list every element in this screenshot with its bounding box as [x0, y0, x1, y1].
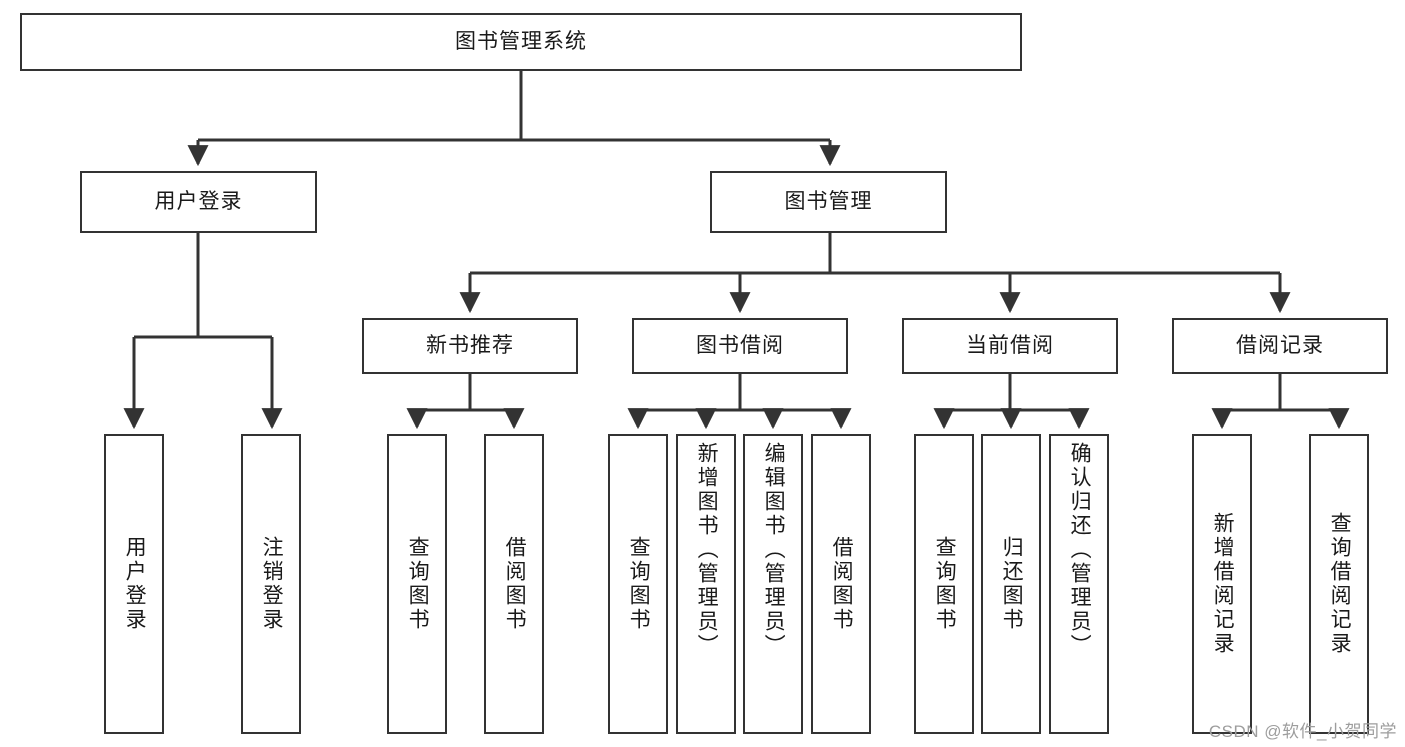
- node-new-book-rec-label: 新书推荐: [426, 333, 514, 357]
- node-user-login[interactable]: 用户登录: [80, 171, 317, 233]
- node-borrow-record[interactable]: 借阅记录: [1172, 318, 1388, 374]
- leaf-query-book-1[interactable]: 查询图书: [387, 434, 447, 734]
- leaf-confirm-return[interactable]: 确认归还（管理员）: [1049, 434, 1109, 734]
- node-current-borrow[interactable]: 当前借阅: [902, 318, 1118, 374]
- leaf-add-record-label: 新增借阅记录: [1211, 512, 1235, 656]
- leaf-return-book[interactable]: 归还图书: [981, 434, 1041, 734]
- node-root[interactable]: 图书管理系统: [20, 13, 1022, 71]
- leaf-edit-book-label: 编辑图书（管理员）: [762, 442, 786, 658]
- node-new-book-rec[interactable]: 新书推荐: [362, 318, 578, 374]
- leaf-borrow-book-2-label: 借阅图书: [830, 536, 854, 632]
- leaf-query-book-3[interactable]: 查询图书: [914, 434, 974, 734]
- leaf-borrow-book-2[interactable]: 借阅图书: [811, 434, 871, 734]
- node-book-borrow[interactable]: 图书借阅: [632, 318, 848, 374]
- leaf-return-book-label: 归还图书: [1000, 536, 1024, 632]
- leaf-query-book-2-label: 查询图书: [627, 536, 651, 632]
- leaf-query-record-label: 查询借阅记录: [1328, 512, 1352, 656]
- leaf-query-record[interactable]: 查询借阅记录: [1309, 434, 1369, 734]
- leaf-user-logout-label: 注销登录: [260, 536, 284, 632]
- leaf-user-logout[interactable]: 注销登录: [241, 434, 301, 734]
- leaf-user-login[interactable]: 用户登录: [104, 434, 164, 734]
- node-root-label: 图书管理系统: [455, 29, 587, 53]
- leaf-confirm-return-label: 确认归还（管理员）: [1068, 442, 1092, 658]
- leaf-edit-book[interactable]: 编辑图书（管理员）: [743, 434, 803, 734]
- leaf-borrow-book-1-label: 借阅图书: [503, 536, 527, 632]
- leaf-borrow-book-1[interactable]: 借阅图书: [484, 434, 544, 734]
- leaf-user-login-label: 用户登录: [123, 536, 147, 632]
- leaf-query-book-2[interactable]: 查询图书: [608, 434, 668, 734]
- node-book-borrow-label: 图书借阅: [696, 333, 784, 357]
- leaf-add-book[interactable]: 新增图书（管理员）: [676, 434, 736, 734]
- leaf-add-record[interactable]: 新增借阅记录: [1192, 434, 1252, 734]
- leaf-query-book-3-label: 查询图书: [933, 536, 957, 632]
- watermark: CSDN @软件_小贺同学: [1208, 722, 1397, 741]
- node-book-manage[interactable]: 图书管理: [710, 171, 947, 233]
- node-user-login-label: 用户登录: [154, 189, 243, 213]
- leaf-add-book-label: 新增图书（管理员）: [695, 442, 719, 658]
- node-borrow-record-label: 借阅记录: [1236, 333, 1324, 357]
- node-current-borrow-label: 当前借阅: [966, 333, 1054, 357]
- leaf-query-book-1-label: 查询图书: [406, 536, 430, 632]
- node-book-manage-label: 图书管理: [784, 189, 873, 213]
